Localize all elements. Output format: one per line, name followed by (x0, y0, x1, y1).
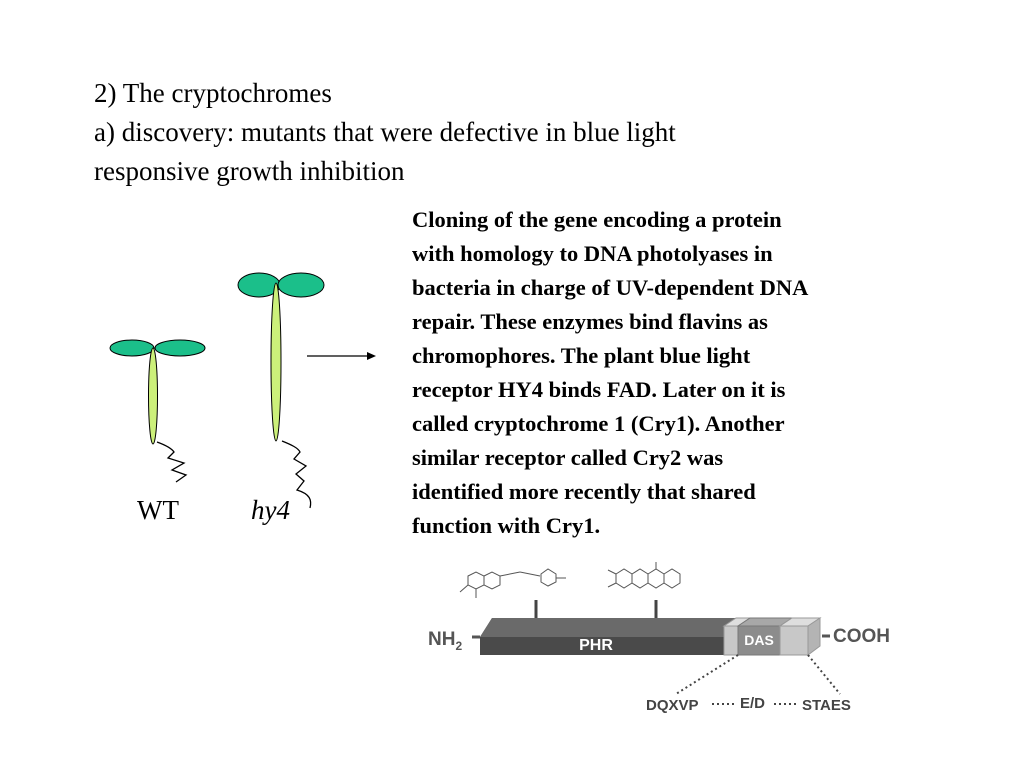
das-label: DAS (744, 632, 774, 648)
motif-dqxvp: DQXVP (646, 697, 699, 714)
seedling-illustration (109, 272, 376, 509)
c-terminal-segment-1 (723, 625, 739, 656)
cryptochrome-domain-diagram: NH2 PHR DAS COOH DQXVP E/D STAES (428, 562, 890, 714)
description-line: called cryptochrome 1 (Cry1). Another (412, 411, 785, 436)
description-line: function with Cry1. (412, 513, 601, 538)
wt-root (156, 441, 188, 483)
wt-cotyledon-left (109, 339, 155, 357)
slide-heading: 2) The cryptochromes a) discovery: mutan… (94, 74, 894, 191)
flavin-chromophore-icon (607, 562, 681, 589)
n-terminus-subscript: 2 (455, 639, 462, 653)
wt-seedling (109, 339, 206, 483)
n-terminus-label: NH2 (428, 629, 462, 653)
wt-label: WT (137, 495, 179, 525)
hy4-cotyledon-right (277, 272, 325, 298)
wt-cotyledon-right (154, 339, 206, 357)
hy4-seedling (237, 272, 325, 509)
hy4-root (281, 440, 312, 509)
c-terminal-segment-2 (779, 625, 809, 656)
description-line: identified more recently that shared (412, 479, 756, 504)
hy4-label: hy4 (251, 495, 290, 525)
hy4-hypocotyl (270, 282, 282, 442)
heading-line-3: responsive growth inhibition (94, 156, 405, 186)
phr-domain-top-face (480, 618, 736, 637)
motif-staes: STAES (802, 697, 851, 714)
description-line: repair. These enzymes bind flavins as (412, 309, 768, 334)
arrow-icon (307, 352, 376, 360)
description-line: bacteria in charge of UV-dependent DNA (412, 275, 809, 300)
description-line: with homology to DNA photolyases in (412, 241, 773, 266)
phr-label: PHR (579, 637, 613, 654)
heading-line-1: 2) The cryptochromes (94, 78, 332, 108)
wt-hypocotyl (148, 347, 158, 445)
das-expansion-right (807, 654, 841, 695)
description-line: Cloning of the gene encoding a protein (412, 207, 782, 232)
heading-line-2: a) discovery: mutants that were defectiv… (94, 117, 676, 147)
n-terminus-text: NH (428, 629, 455, 650)
c-terminal-segment-2-side (807, 617, 821, 656)
c-terminus-label: COOH (833, 626, 890, 647)
pterin-chromophore-icon (459, 568, 566, 598)
description-paragraph: Cloning of the gene encoding a protein w… (412, 203, 932, 543)
motif-ed: E/D (740, 695, 765, 712)
description-line: similar receptor called Cry2 was (412, 445, 724, 470)
das-expansion-left (675, 654, 739, 695)
description-line: chromophores. The plant blue light (412, 343, 751, 368)
description-line: receptor HY4 binds FAD. Later on it is (412, 377, 786, 402)
